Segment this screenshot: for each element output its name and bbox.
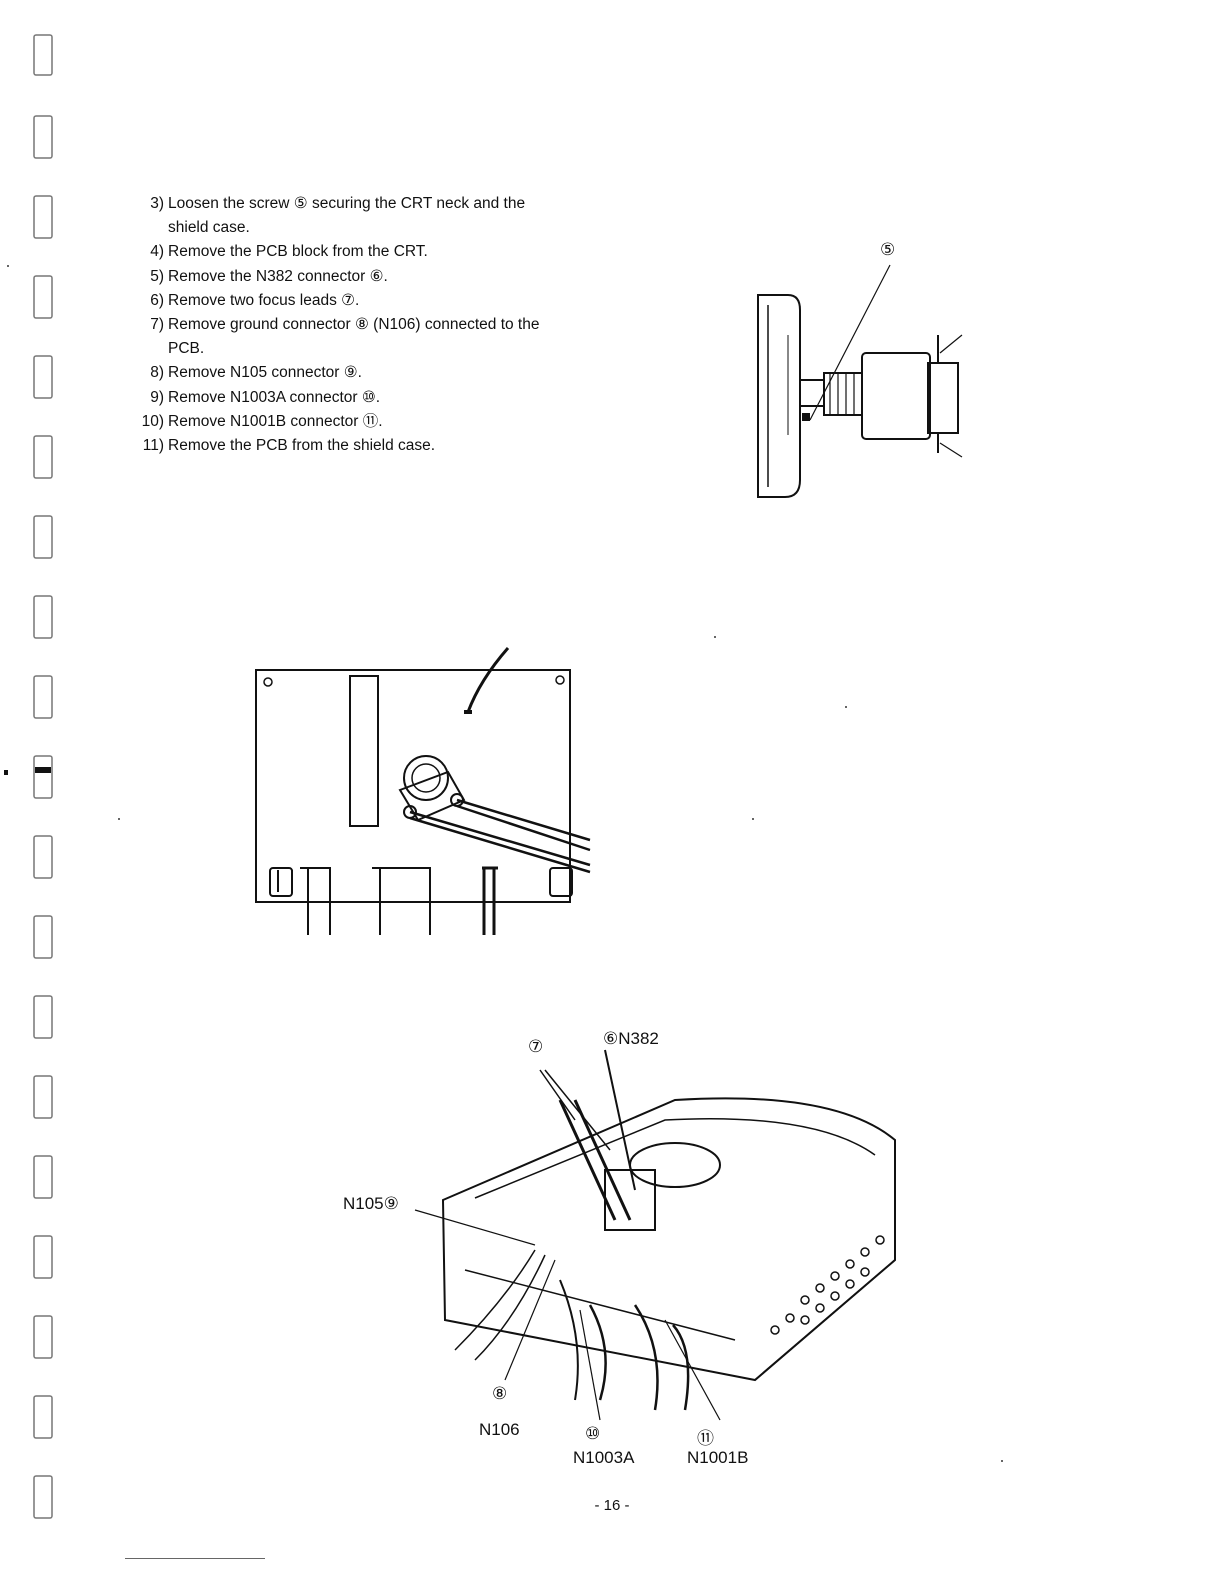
scan-speck <box>7 265 9 267</box>
scan-line <box>125 1558 265 1559</box>
assembly-figure: ⑦ ⑥N382 N105⑨ ⑧ N106 ⑩ N1003A ⑪ N1001B <box>335 1020 915 1480</box>
step-text: Remove the N382 connector ⑥. <box>168 267 388 285</box>
n1003a-label: N1003A <box>573 1448 635 1467</box>
crt-neck-figure: ⑤ <box>740 235 980 505</box>
scan-speck <box>752 818 754 820</box>
callout-8-label: ⑧ <box>492 1384 508 1403</box>
step-number: 3) <box>150 195 164 212</box>
binder-hole-strip-graphic <box>33 34 53 1519</box>
scan-speck <box>118 818 120 820</box>
step-text: Loosen the screw ⑤ securing the CRT neck… <box>168 195 526 237</box>
step-number: 9) <box>150 388 164 406</box>
binder-holes <box>30 30 60 1530</box>
pcb-drawing <box>255 647 591 935</box>
instruction-step: 8)Remove N105 connector ⑨. <box>132 361 562 385</box>
step-number: 11) <box>142 437 164 455</box>
assembly-drawing <box>414 1049 896 1421</box>
callout-7-label: ⑦ <box>528 1037 544 1056</box>
scan-speck <box>714 636 716 638</box>
scan-speck <box>4 770 8 775</box>
instruction-step: 7)Remove ground connector ⑧ (N106) conne… <box>132 313 562 361</box>
step-number: 4) <box>150 243 164 261</box>
step-number: 5) <box>150 267 164 285</box>
callout-5-label: ⑤ <box>880 240 896 259</box>
instruction-step: 5)Remove the N382 connector ⑥. <box>132 265 562 289</box>
instruction-step: 4)Remove the PCB block from the CRT. <box>132 240 562 264</box>
step-text: Remove the PCB from the shield case. <box>168 437 436 455</box>
step-text: Remove two focus leads ⑦. <box>168 291 360 309</box>
callout-11-label: ⑪ <box>697 1429 714 1448</box>
step-number: 6) <box>150 291 164 309</box>
crt-neck-drawing <box>757 264 963 498</box>
instruction-step: 10)Remove N1001B connector ⑪. <box>132 410 562 434</box>
n106-label: N106 <box>479 1420 520 1439</box>
step-number: 10) <box>141 412 164 430</box>
n1001b-label: N1001B <box>687 1448 749 1467</box>
step-text: Remove ground connector ⑧ (N106) connect… <box>168 316 540 358</box>
step-number: 7) <box>150 316 164 334</box>
instruction-list: 3)Loosen the screw ⑤ securing the CRT ne… <box>132 192 562 458</box>
instruction-step: 11)Remove the PCB from the shield case. <box>132 434 562 458</box>
step-number: 8) <box>150 364 164 382</box>
step-text: Remove N105 connector ⑨. <box>168 364 362 382</box>
instruction-step: 9)Remove N1003A connector ⑩. <box>132 386 562 410</box>
scan-speck <box>1001 1460 1003 1462</box>
callout-10-label: ⑩ <box>585 1424 601 1443</box>
callout-9-n105-label: N105⑨ <box>343 1194 399 1213</box>
instruction-step: 6)Remove two focus leads ⑦. <box>132 289 562 313</box>
step-text: Remove N1001B connector ⑪. <box>168 412 383 430</box>
pcb-figure <box>250 640 610 940</box>
step-text: Remove the PCB block from the CRT. <box>168 243 428 261</box>
instruction-step: 3)Loosen the screw ⑤ securing the CRT ne… <box>132 192 562 240</box>
scan-speck <box>845 706 847 708</box>
callout-6-n382-label: ⑥N382 <box>603 1029 659 1048</box>
step-text: Remove N1003A connector ⑩. <box>168 388 381 406</box>
page-number: - 16 - <box>594 1497 630 1514</box>
